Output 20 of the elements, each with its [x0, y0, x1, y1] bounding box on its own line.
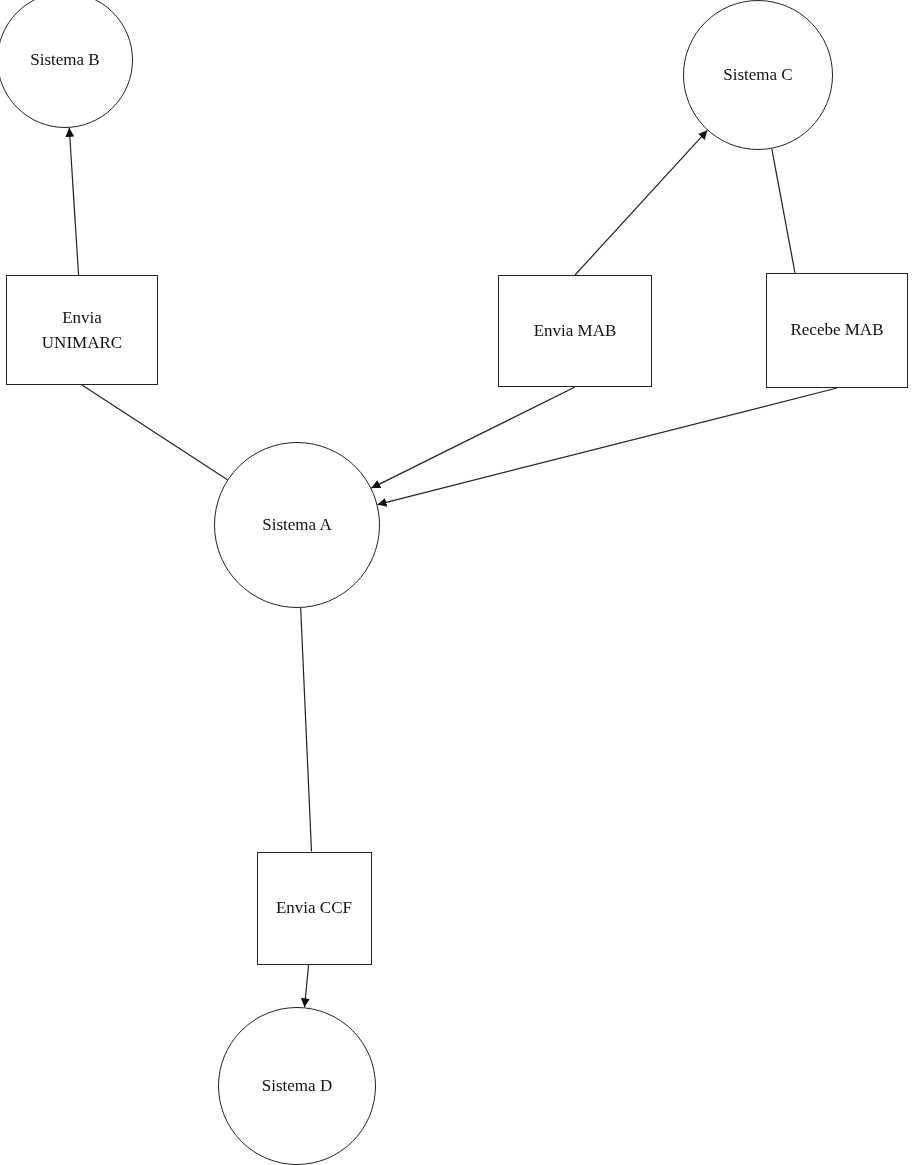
node-label: Envia UNIMARC — [40, 306, 124, 354]
connector-line — [300, 607, 313, 853]
arrow — [370, 386, 576, 489]
arrow — [376, 387, 838, 507]
arrow — [65, 127, 80, 276]
process-box — [766, 272, 908, 388]
process-box — [6, 275, 158, 385]
node-label: Sistema C — [722, 64, 794, 87]
connector-line — [771, 148, 796, 274]
connector-line — [81, 384, 229, 481]
node-label: Recebe MAB — [789, 319, 885, 342]
node-label: Sistema B — [29, 49, 101, 72]
node-label: Envia CCF — [274, 897, 353, 920]
process-box — [498, 275, 652, 387]
arrow — [300, 963, 310, 1008]
node-label: Envia MAB — [532, 320, 618, 343]
node-label: Sistema D — [260, 1075, 334, 1098]
process-box — [256, 851, 372, 965]
node-label: Sistema A — [261, 514, 333, 537]
arrow — [574, 129, 708, 276]
